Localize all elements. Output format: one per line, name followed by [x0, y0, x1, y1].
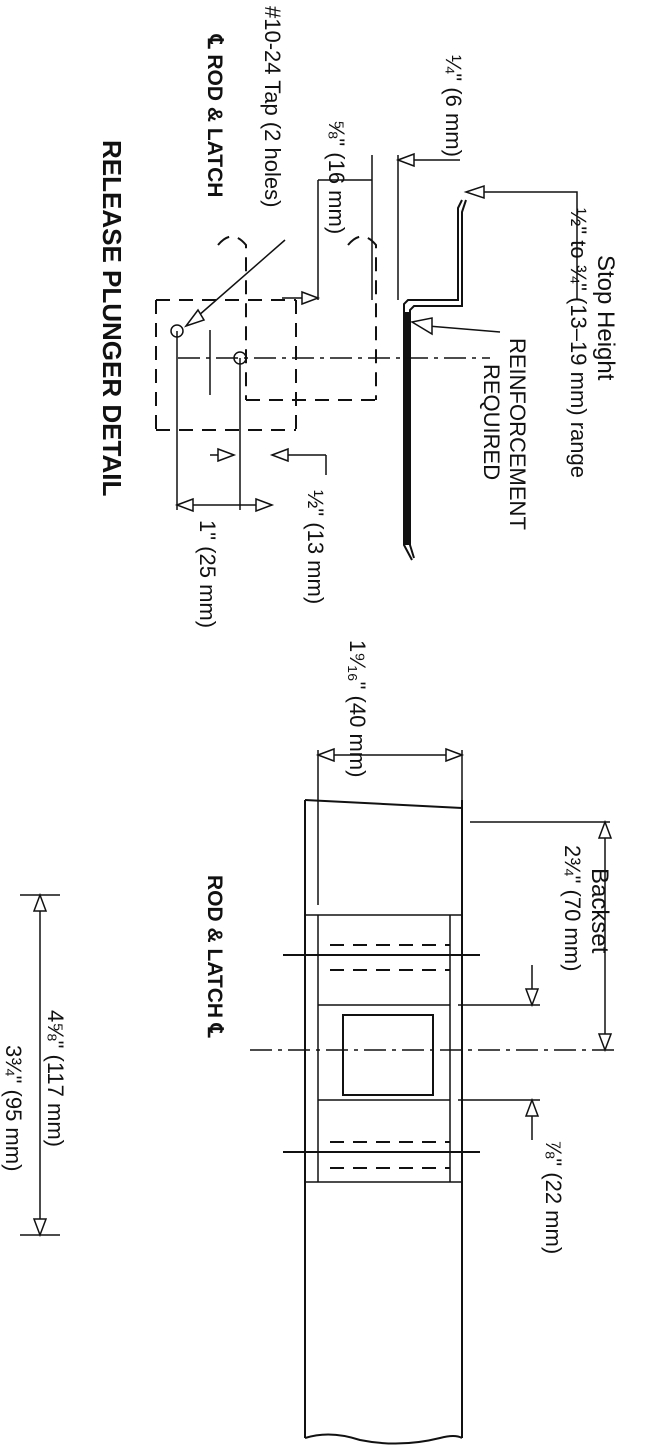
rods [283, 944, 480, 1169]
four-five-eighths-label: 4⅝" (117 mm) [43, 1010, 68, 1147]
stop-height-range: ½" to ¾" (13–19 mm) range [566, 208, 591, 478]
rod-latch-centerline-right-label: ROD & LATCH ℄ [203, 875, 226, 1038]
backset-title: Backset [586, 868, 613, 954]
tap-holes [170, 324, 247, 510]
tap-holes-label: #10-24 Tap (2 holes) [260, 6, 285, 207]
reinforcement-leader [409, 317, 501, 336]
seven-eighths-dimension [458, 965, 540, 1140]
release-plunger-detail-title: RELEASE PLUNGER DETAIL [97, 140, 127, 496]
half-inch-dimension [210, 447, 327, 475]
backset-dimension [470, 819, 613, 1053]
one-nine-sixteenths-label: 1⁹⁄₁₆" (40 mm) [345, 640, 370, 777]
stop-height-leader [463, 184, 578, 300]
tap-leader [183, 239, 286, 328]
half-inch-label: ½" (13 mm) [303, 490, 328, 604]
stop-height-title: Stop Height [592, 255, 619, 381]
quarter-inch-dimension [371, 152, 460, 300]
seven-eighths-label: ⅞" (22 mm) [541, 1140, 566, 1254]
backset-value: 2¾" (70 mm) [560, 845, 585, 971]
reinforcement-label-2: REQUIRED [479, 364, 504, 480]
quarter-inch-label: ¼" (6 mm) [441, 55, 466, 157]
five-eighths-dimension [282, 179, 372, 306]
five-eighths-label: ⅝" (16 mm) [324, 120, 349, 234]
rod-latch-centerline-left-label: ℄ ROD & LATCH [203, 34, 226, 197]
three-three-quarters-label: 3¾" (95 mm) [1, 1045, 26, 1171]
reinforcement-label-1: REINFORCEMENT [505, 338, 530, 530]
one-nine-sixteenths-dimension [315, 747, 465, 905]
plunger-outline [155, 235, 377, 431]
four-five-eighths-dimension [20, 892, 60, 1238]
stop-profile [403, 199, 467, 561]
one-inch-label: 1" (25 mm) [195, 520, 220, 628]
one-inch-dimension [174, 497, 275, 513]
door-rail [304, 799, 463, 1445]
